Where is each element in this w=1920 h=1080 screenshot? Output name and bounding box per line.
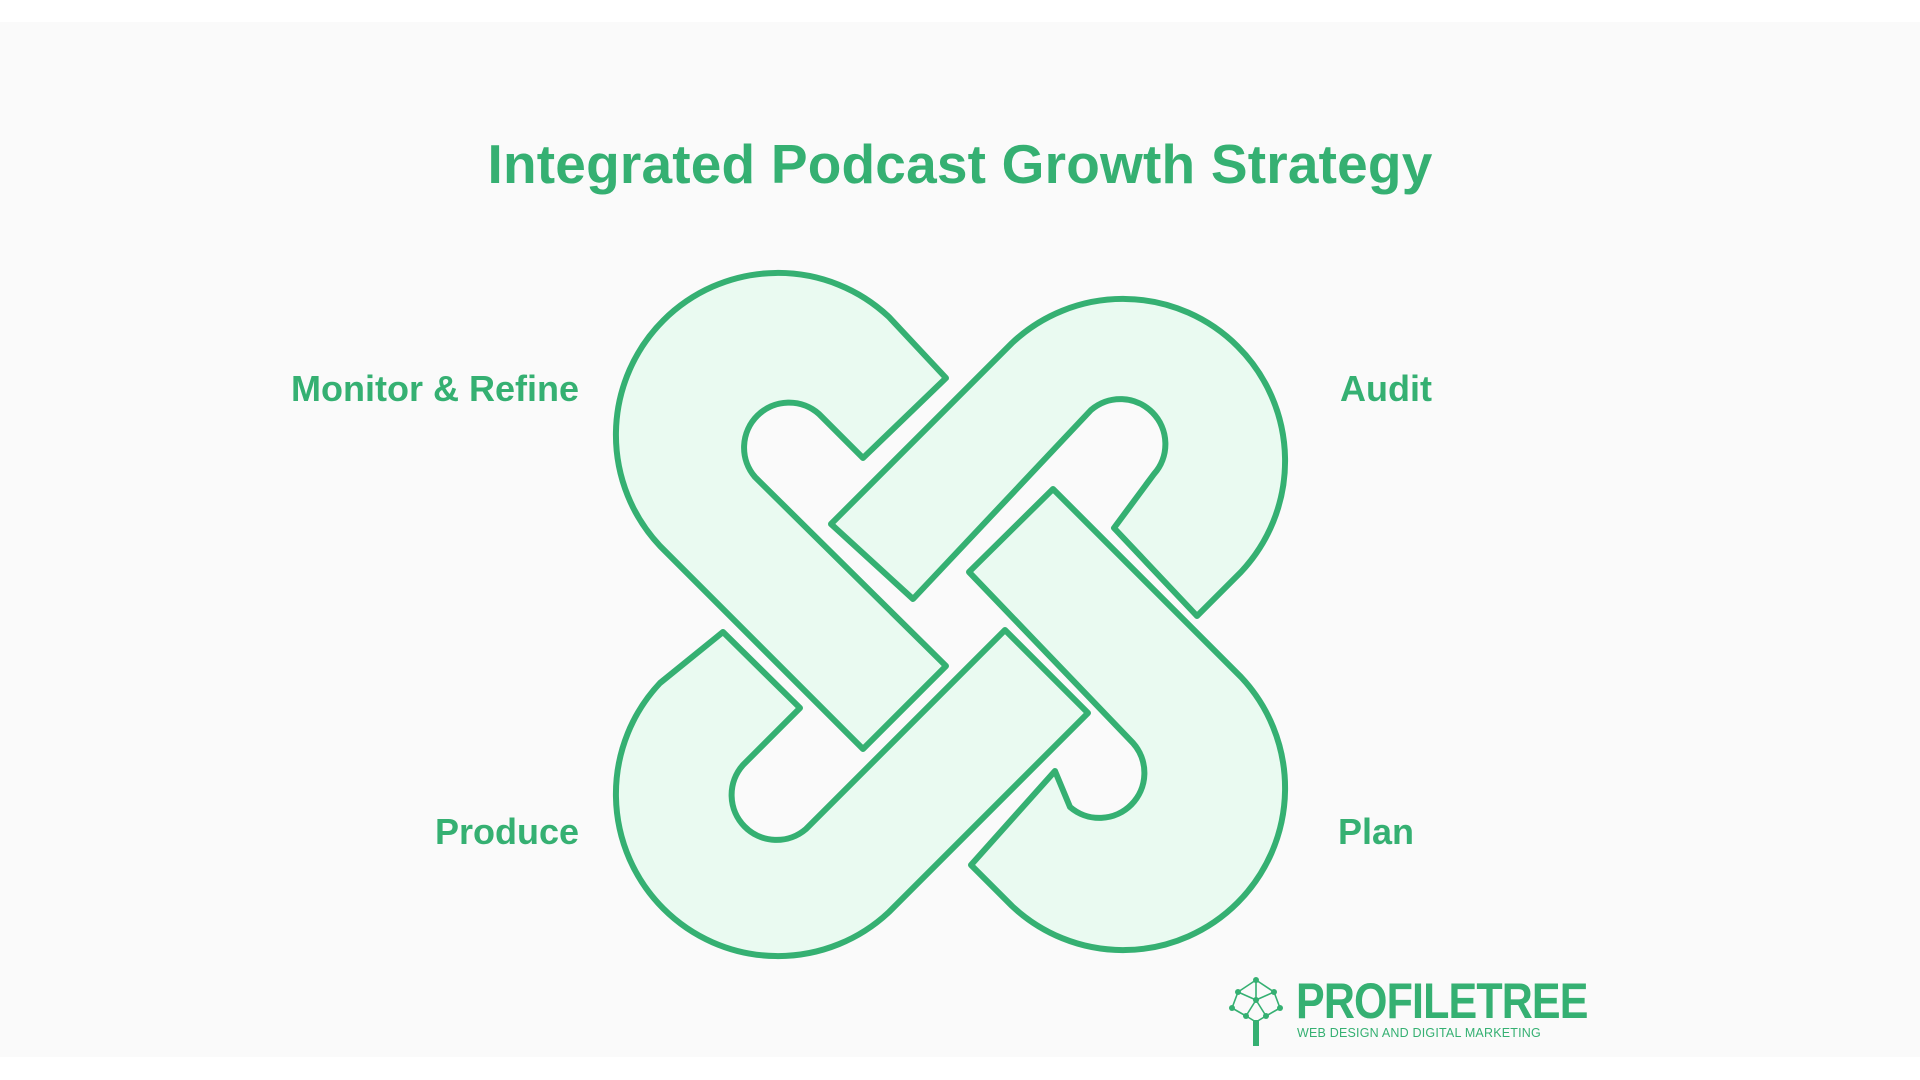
loop-tl [612,269,949,752]
profiletree-logo: PROFILETREE WEB DESIGN AND DIGITAL MARKE… [1224,966,1588,1046]
logo-tagline: WEB DESIGN AND DIGITAL MARKETING [1297,1026,1541,1040]
logo-name: PROFILETREE [1296,973,1588,1029]
node-label-plan: Plan [1338,811,1415,852]
diagram-title: Integrated Podcast Growth Strategy [487,133,1433,195]
loop-bl [612,627,1091,960]
loop-tr [828,295,1289,619]
node-label-monitor-refine: Monitor & Refine [291,368,579,409]
loop-br [966,486,1289,954]
tree-logo-icon [1229,977,1283,1046]
node-label-produce: Produce [434,811,579,852]
node-label-audit: Audit [1340,368,1432,409]
